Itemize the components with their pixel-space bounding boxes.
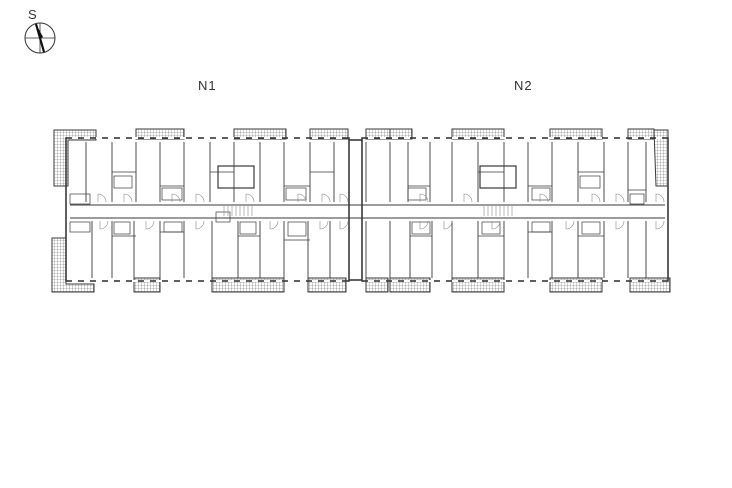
door-swing bbox=[99, 220, 109, 230]
door-swing bbox=[321, 193, 331, 203]
corner-balcony bbox=[53, 129, 97, 187]
door-swing bbox=[319, 220, 329, 230]
corner-balcony bbox=[51, 237, 95, 293]
bathroom-fixture bbox=[407, 187, 427, 201]
detail-group bbox=[69, 137, 665, 282]
door-swing bbox=[269, 220, 279, 230]
door-swing bbox=[123, 193, 133, 203]
bathroom-fixture bbox=[531, 221, 551, 233]
bathroom-fixture bbox=[239, 221, 257, 235]
door-swing bbox=[339, 193, 349, 203]
door-swing bbox=[419, 220, 429, 230]
bathroom-fixture bbox=[287, 221, 307, 237]
bathroom-fixture bbox=[69, 193, 91, 205]
bathroom-fixture bbox=[411, 221, 431, 235]
bathroom-fixture bbox=[69, 221, 91, 233]
bathroom-fixture bbox=[581, 221, 601, 235]
wing-label-n2: N2 bbox=[514, 78, 533, 93]
door-swing bbox=[655, 220, 665, 230]
bathroom-fixture bbox=[579, 175, 601, 189]
balcony-group bbox=[51, 128, 671, 293]
north-arrow-icon bbox=[24, 22, 56, 54]
compass-letter: S bbox=[28, 7, 37, 22]
door-swing bbox=[539, 193, 549, 203]
door-swing bbox=[145, 220, 155, 230]
compass: S bbox=[22, 8, 62, 60]
door-swing bbox=[195, 193, 205, 203]
door-swing bbox=[195, 220, 205, 230]
door-swing bbox=[339, 220, 349, 230]
bathroom-fixture bbox=[481, 221, 501, 235]
door-swing bbox=[655, 193, 665, 203]
wing-label-n1: N1 bbox=[198, 78, 217, 93]
balcony bbox=[389, 128, 413, 140]
door-swing bbox=[565, 220, 575, 230]
bathroom-fixture bbox=[163, 221, 183, 233]
bathroom-fixture bbox=[629, 193, 645, 205]
balcony bbox=[211, 277, 285, 293]
bathroom-fixture bbox=[531, 187, 551, 201]
stair-core bbox=[217, 165, 255, 189]
door-swing bbox=[463, 193, 473, 203]
door-swing bbox=[245, 193, 255, 203]
room-partition-group bbox=[85, 142, 647, 278]
bathroom-fixture bbox=[215, 211, 231, 223]
door-swing bbox=[419, 193, 429, 203]
door-swing bbox=[491, 220, 501, 230]
door-swing bbox=[615, 220, 625, 230]
bathroom-fixture bbox=[113, 221, 131, 235]
wing-n1-outer-wall bbox=[65, 137, 350, 282]
wall-group bbox=[65, 137, 669, 282]
bathroom-fixture bbox=[113, 175, 133, 189]
door-swing bbox=[171, 193, 181, 203]
door-swing bbox=[297, 193, 307, 203]
door-swing bbox=[615, 193, 625, 203]
door-swing bbox=[443, 220, 453, 230]
door-swing bbox=[591, 193, 601, 203]
stair-core bbox=[479, 165, 517, 189]
bathroom-fixture bbox=[285, 187, 307, 201]
door-swing bbox=[97, 193, 107, 203]
balcony bbox=[233, 128, 287, 140]
